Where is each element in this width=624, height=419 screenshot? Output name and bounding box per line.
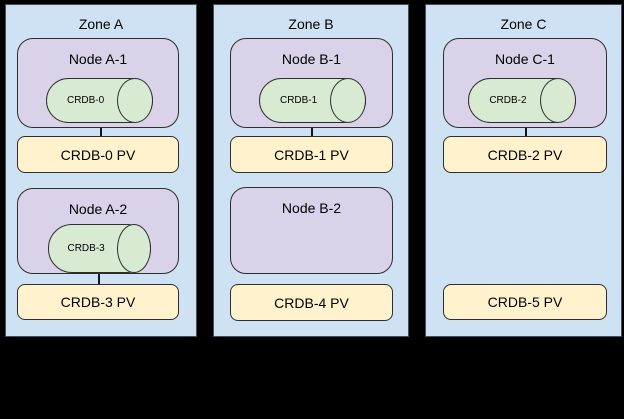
node-a-2-title: Node A-2 bbox=[68, 201, 128, 217]
pv-crdb-1: CRDB-1 PV bbox=[230, 136, 393, 173]
zone-c-title: Zone C bbox=[500, 16, 547, 32]
disk-cylinder-cap bbox=[117, 224, 151, 273]
node-b-2-title: Node B-2 bbox=[281, 200, 342, 216]
zone-a: Zone A Node A-1 CRDB-0 CRDB-0 PV Node A-… bbox=[5, 4, 197, 337]
pv-crdb-0: CRDB-0 PV bbox=[17, 136, 179, 173]
disk-cylinder-crdb-3: CRDB-3 bbox=[48, 224, 151, 273]
pv-crdb-5: CRDB-5 PV bbox=[443, 284, 607, 320]
pv-crdb-3: CRDB-3 PV bbox=[17, 284, 179, 320]
zone-a-title: Zone A bbox=[78, 16, 124, 32]
disk-pv-connector bbox=[311, 121, 313, 137]
node-b-2: Node B-2 bbox=[230, 187, 393, 274]
pv-label: CRDB-1 PV bbox=[274, 146, 349, 163]
pv-crdb-2: CRDB-2 PV bbox=[443, 136, 607, 173]
pv-label: CRDB-4 PV bbox=[274, 294, 349, 311]
pv-label: CRDB-5 PV bbox=[487, 294, 563, 310]
disk-cylinder-crdb-2: CRDB-2 bbox=[468, 78, 576, 123]
disk-label: CRDB-0 bbox=[66, 95, 105, 106]
pv-label: CRDB-0 PV bbox=[60, 146, 136, 163]
pv-crdb-4: CRDB-4 PV bbox=[230, 284, 393, 321]
disk-cylinder-crdb-1: CRDB-1 bbox=[259, 78, 366, 123]
disk-pv-connector bbox=[100, 121, 102, 137]
zone-b-title: Zone B bbox=[288, 16, 334, 32]
disk-cylinder-crdb-0: CRDB-0 bbox=[46, 78, 153, 123]
pv-label: CRDB-2 PV bbox=[487, 146, 563, 163]
node-a-1-title: Node A-1 bbox=[68, 51, 128, 67]
disk-label: CRDB-3 bbox=[67, 243, 105, 254]
disk-pv-connector bbox=[525, 121, 527, 137]
pv-label: CRDB-3 PV bbox=[60, 294, 136, 310]
disk-pv-connector bbox=[98, 269, 100, 285]
disk-label: CRDB-2 bbox=[489, 95, 527, 106]
zone-c: Zone C Node C-1 CRDB-2 CRDB-2 PV CRDB-5 … bbox=[425, 4, 622, 337]
disk-cylinder-cap bbox=[117, 78, 153, 123]
disk-label: CRDB-1 bbox=[279, 95, 318, 106]
disk-cylinder-cap bbox=[540, 78, 576, 123]
zone-b: Zone B Node B-1 CRDB-1 CRDB-1 PV Node B-… bbox=[213, 4, 409, 337]
node-b-1-title: Node B-1 bbox=[281, 51, 342, 67]
disk-cylinder-cap bbox=[330, 78, 366, 123]
node-c-1-title: Node C-1 bbox=[495, 51, 555, 67]
